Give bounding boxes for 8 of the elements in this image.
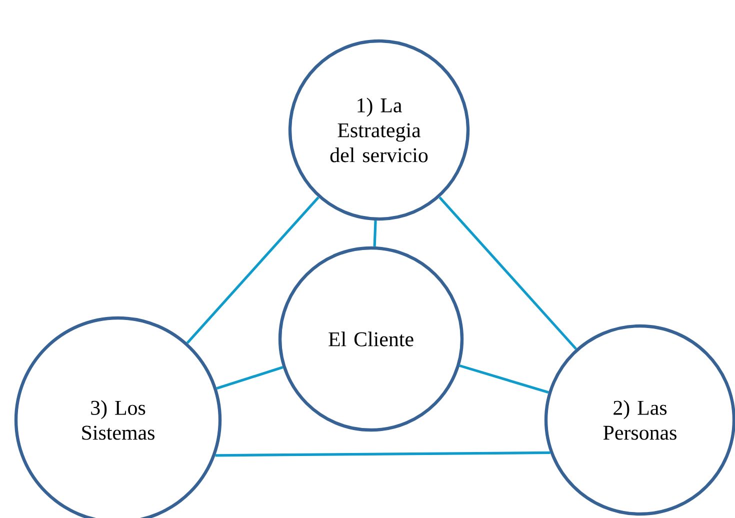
- circle-node: 1) La Estrategia del servicio: [288, 39, 470, 221]
- connector-line: [216, 366, 284, 390]
- circle-node: El Cliente: [278, 246, 464, 432]
- connector-line: [186, 196, 320, 344]
- connector-line: [215, 451, 550, 457]
- connector-line: [373, 220, 377, 247]
- connector-line: [438, 196, 578, 350]
- connector-line: [459, 364, 549, 394]
